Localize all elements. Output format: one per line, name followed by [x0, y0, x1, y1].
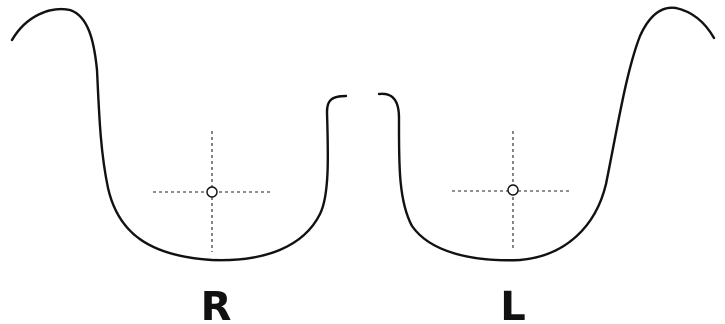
- left-breast-outline: [377, 6, 716, 262]
- right-side-label: R: [201, 284, 232, 324]
- left-nipple-marker: [507, 184, 519, 196]
- left-side-group: L: [377, 6, 716, 324]
- right-nipple-marker: [206, 186, 218, 198]
- left-side-label: L: [500, 284, 526, 324]
- right-side-group: R: [10, 7, 348, 324]
- right-breast-outline: [10, 7, 348, 262]
